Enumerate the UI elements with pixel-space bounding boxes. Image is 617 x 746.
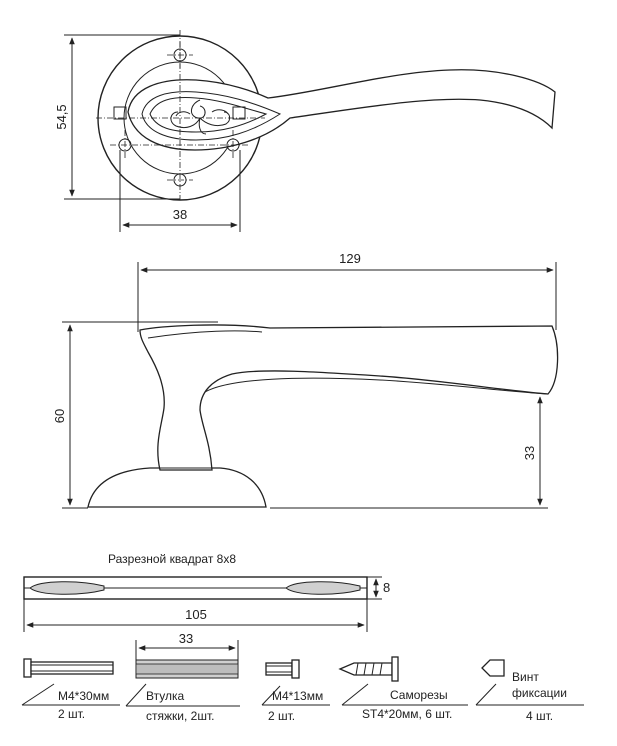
side-height-dimension: 60 [52,409,67,423]
screw-m4x13-qty: 2 шт. [268,709,295,723]
front-height-dimension: 54,5 [54,104,69,129]
set-screw-name-line2: фиксации [512,686,567,700]
self-tapping-qty: ST4*20мм, 6 шт. [362,707,452,721]
set-screw-qty: 4 шт. [526,709,553,723]
rosette-side-profile [87,467,267,508]
lever-side-outline [139,324,559,471]
self-tapping-name: Саморезы [390,688,448,702]
front-width-dimension: 38 [173,207,187,222]
sleeve-name-line1: Втулка [146,689,184,703]
side-view: 129 60 33 [52,251,559,509]
square-hole-left [113,106,127,120]
square-bar: Разрезной квадрат 8х8 8 105 [23,552,390,632]
lever-front-outline [127,69,556,151]
bar-slot-left [29,581,105,595]
sleeve-name-line2: стяжки, 2шт. [146,709,214,723]
bar-slot-right [285,581,361,595]
screw-m4x13: М4*13мм 2 шт. [261,659,330,723]
square-bar-title: Разрезной квадрат 8х8 [108,552,236,566]
axis-height-dimension: 33 [522,446,537,460]
lever-plate-inner [141,91,282,141]
screw-m4x13-name: М4*13мм [272,689,323,703]
screw-m4x30-qty: 2 шт. [58,707,85,721]
bar-length-dimension: 105 [185,607,207,622]
screw-m4x30: М4*30мм 2 шт. [21,658,120,721]
self-tapping-screw: Саморезы ST4*20мм, 6 шт. [338,656,468,721]
side-length-dimension: 129 [339,251,361,266]
sleeve-length-dimension: 33 [179,631,193,646]
set-screw: Винт фиксации 4 шт. [475,659,584,723]
square-hole-right [232,106,246,120]
sleeve: 33 Втулка стяжки, 2шт. [125,631,240,723]
screw-m4x30-name: М4*30мм [58,689,109,703]
bar-thickness-dimension: 8 [383,580,390,595]
set-screw-name-line1: Винт [512,670,539,684]
front-view: 54,5 38 [54,30,556,232]
